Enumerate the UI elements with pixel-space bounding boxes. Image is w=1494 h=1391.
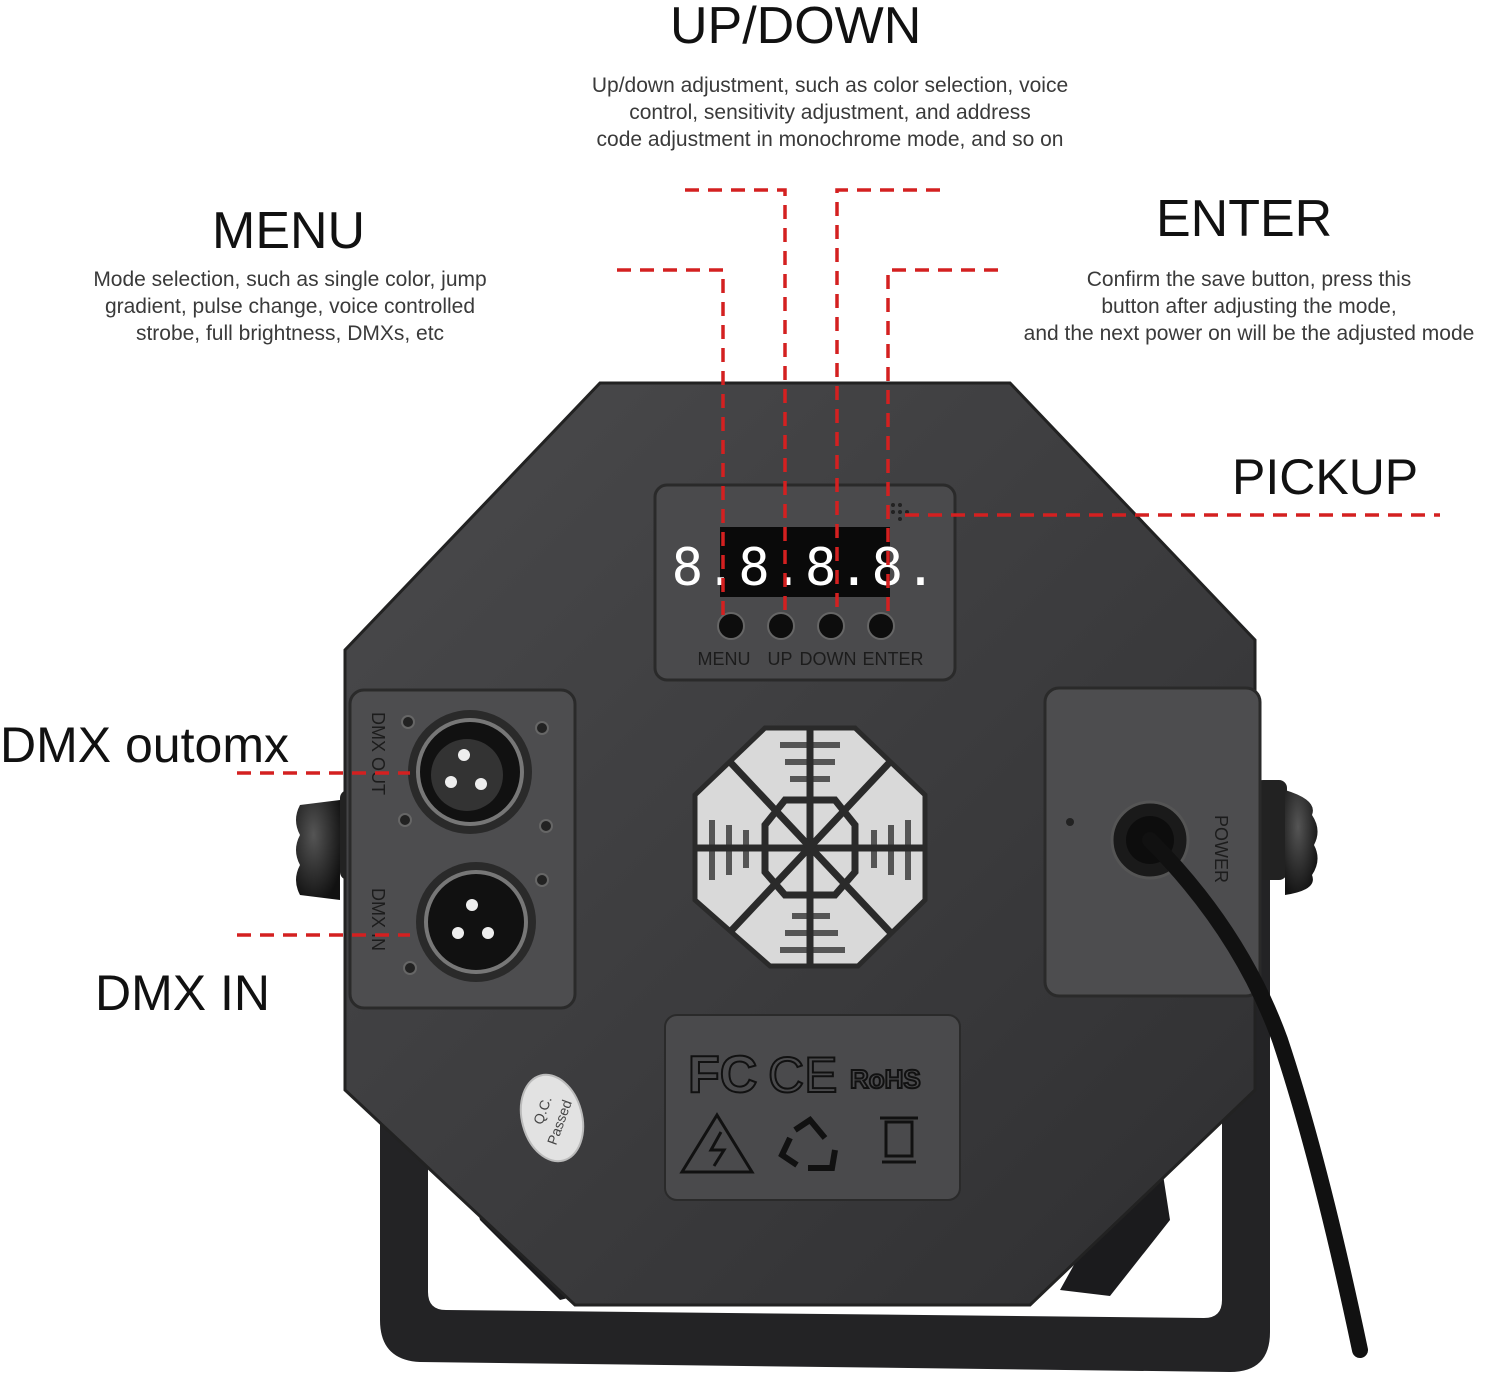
dmx-out-title: DMX outomx	[0, 717, 289, 773]
enter-title: ENTER	[1156, 190, 1333, 248]
enter-description: Confirm the save button, press this butt…	[1023, 268, 1475, 345]
weee-bin-icon	[880, 1116, 918, 1164]
control-panel: 8.8.8.8. MENU UP DOWN ENTER	[653, 483, 957, 682]
led-display-digits: 8.8.8.8.	[672, 538, 938, 598]
button-label-menu: MENU	[698, 649, 751, 669]
dmx-in-port-label: DMX IN	[368, 888, 388, 951]
button-label-enter: ENTER	[862, 649, 923, 669]
high-voltage-icon	[679, 1112, 755, 1174]
fan-grille	[692, 725, 928, 969]
down-button[interactable]	[817, 612, 845, 640]
button-label-down: DOWN	[800, 649, 857, 669]
leader-line-down	[835, 188, 940, 615]
power-label: POWER	[1211, 815, 1231, 883]
ce-mark: CE	[768, 1047, 837, 1103]
dmx-in-connector[interactable]	[403, 862, 549, 982]
certification-plate: FC CE RoHS	[664, 1014, 961, 1201]
dmx-out-connector[interactable]	[398, 710, 553, 834]
power-cable	[1142, 832, 1368, 1358]
up-down-title: UP/DOWN	[670, 0, 922, 55]
menu-title: MENU	[212, 202, 366, 260]
button-label-up: UP	[767, 649, 792, 669]
up-down-description: Up/down adjustment, such as color select…	[591, 74, 1069, 151]
right-knob[interactable]	[1255, 780, 1318, 895]
up-button[interactable]	[767, 612, 795, 640]
pickup-title: PICKUP	[1232, 449, 1419, 505]
microphone-pickup-icon	[891, 503, 909, 521]
enter-button[interactable]	[867, 612, 895, 640]
menu-button[interactable]	[717, 612, 745, 640]
qc-passed-sticker: Q.C. Passed	[519, 1073, 585, 1163]
dmx-out-port-label: DMX OUT	[368, 712, 388, 795]
recycle-icon	[778, 1116, 838, 1171]
dmx-port-plate: DMX OUT DMX IN	[348, 688, 577, 1010]
rohs-mark: RoHS	[850, 1064, 921, 1094]
leader-line-up	[685, 188, 787, 615]
leader-lines	[237, 188, 1440, 937]
dmx-in-title: DMX IN	[95, 965, 270, 1021]
menu-description: Mode selection, such as single color, ju…	[93, 268, 487, 345]
led-display	[720, 527, 890, 597]
leader-line-menu	[617, 268, 725, 615]
fc-mark: FC	[688, 1046, 757, 1104]
leader-line-enter	[886, 268, 998, 615]
